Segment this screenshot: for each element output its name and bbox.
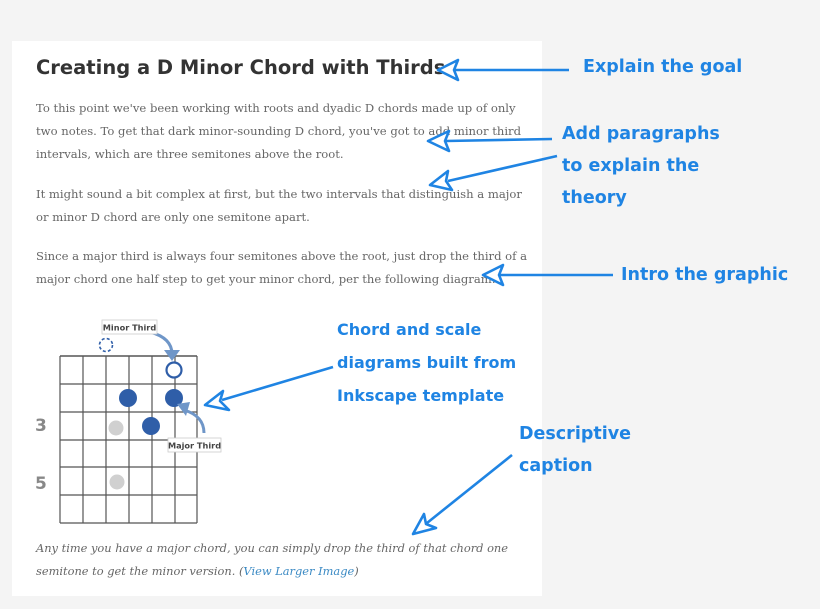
goal-arrowhead <box>436 58 460 82</box>
finger-dot <box>142 417 160 435</box>
minor-third-label-box <box>101 319 158 335</box>
fret-number-5: 5 <box>35 474 47 494</box>
caption-arrowhead <box>411 512 438 536</box>
chord-arrow-shaft <box>221 365 334 402</box>
minor-third-open-dot <box>165 361 183 379</box>
major-third-arrowhead <box>177 402 190 416</box>
annotation-caption-line: Descriptive <box>519 424 631 444</box>
annotation-paragraphs-line: Add paragraphs <box>562 124 720 144</box>
annotation-paragraphs: Add paragraphs to explain the theory <box>562 118 720 214</box>
major-third-label-box <box>167 437 222 453</box>
paragraph-arrow-shaft-2 <box>447 154 558 183</box>
minor-third-ghost-marker <box>98 337 114 353</box>
article-card <box>12 41 542 596</box>
annotation-chord-line: Chord and scale <box>337 320 482 339</box>
paragraph-arrowhead-2 <box>428 169 454 192</box>
paragraph-arrowhead-1 <box>426 129 451 153</box>
paragraph-arrow-shaft-1 <box>445 137 553 143</box>
ghost-dot <box>108 420 124 436</box>
annotation-paragraphs-line: to explain the <box>562 156 700 176</box>
fret-number-3: 3 <box>35 416 47 436</box>
caption-text: Any time you have a major chord, you can… <box>36 541 508 578</box>
annotation-chord-diagrams: Chord and scale diagrams built from Inks… <box>337 313 516 412</box>
annotation-caption-line: caption <box>519 456 593 476</box>
article-title: Creating a D Minor Chord with Thirds <box>36 56 446 79</box>
finger-dot <box>165 389 183 407</box>
annotation-paragraphs-line: theory <box>562 188 627 208</box>
paragraph-intro: To this point we've been working with ro… <box>36 101 522 161</box>
annotation-chord-line: diagrams built from <box>337 353 517 372</box>
diagram-caption: Any time you have a major chord, you can… <box>36 537 536 583</box>
ghost-dot <box>109 474 125 490</box>
annotation-intro: Intro the graphic <box>621 265 789 285</box>
view-larger-image-link[interactable]: View Larger Image <box>243 564 355 578</box>
annotation-goal: Explain the goal <box>583 57 743 77</box>
annotation-chord-line: Inkscape template <box>337 386 505 405</box>
major-third-label: Major Third <box>168 441 221 451</box>
caption-close: ) <box>354 564 359 578</box>
finger-dot <box>119 389 137 407</box>
paragraph-complexity: It might sound a bit complex at first, b… <box>36 187 522 224</box>
annotation-caption: Descriptive caption <box>519 418 631 482</box>
caption-arrow-shaft <box>426 453 513 525</box>
chord-arrowhead <box>203 389 231 412</box>
intro-arrowhead <box>481 263 505 287</box>
paragraph-diagram-intro: Since a major third is always four semit… <box>36 249 528 286</box>
minor-third-arrowhead <box>164 350 180 361</box>
minor-third-label: Minor Third <box>103 323 157 333</box>
